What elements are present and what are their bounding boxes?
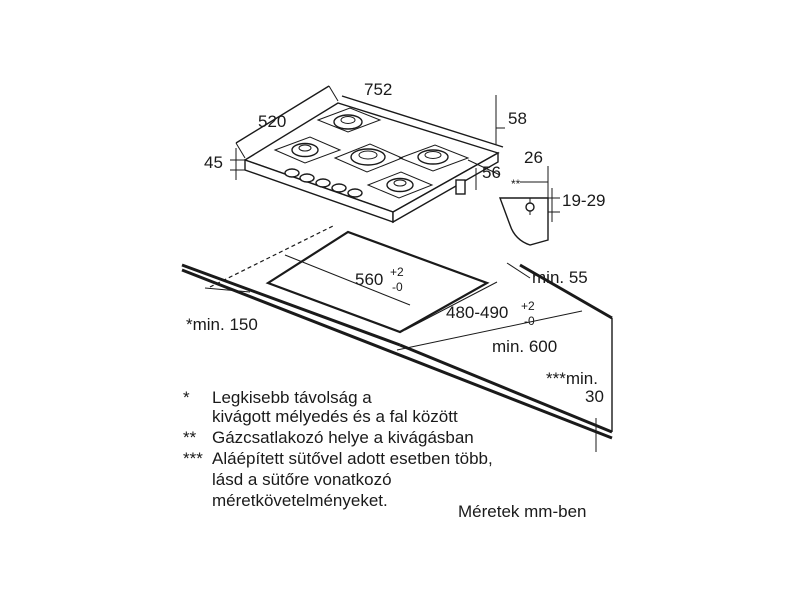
dim-height-right: 58 bbox=[508, 109, 527, 128]
note-text: Aláépített sütővel adott esetben több, bbox=[212, 449, 493, 468]
note-text: Gázcsatlakozó helye a kivágásban bbox=[212, 428, 474, 447]
dim-min-bottom-value: 30 bbox=[585, 387, 604, 406]
dim-depth: 520 bbox=[258, 112, 286, 131]
dim-height-left: 45 bbox=[204, 153, 223, 172]
worktop-drawing bbox=[181, 224, 613, 452]
gas-marker: ** bbox=[511, 177, 521, 191]
units-note: Méretek mm-ben bbox=[458, 502, 586, 521]
notes-list: * Legkisebb távolság a kivágott mélyedés… bbox=[183, 388, 493, 510]
dim-cutout-depth-tol-down: -0 bbox=[524, 314, 535, 328]
dim-side-56: 56 bbox=[482, 163, 501, 182]
note-text: kivágott mélyedés és a fal között bbox=[212, 407, 458, 426]
dim-cutout-width: 560 +2 -0 bbox=[355, 265, 404, 294]
dim-min-bottom-label: ***min. bbox=[546, 369, 598, 388]
dim-min-rear: min. 55 bbox=[532, 268, 588, 287]
hob-drawing bbox=[243, 102, 500, 224]
dim-detail-width: 26 bbox=[524, 148, 543, 167]
note-text: méretkövetelményeket. bbox=[212, 491, 388, 510]
dim-min-side: *min. 150 bbox=[186, 315, 258, 334]
dim-min-depth: min. 600 bbox=[492, 337, 557, 356]
dim-detail-range: 19-29 bbox=[562, 191, 605, 210]
dim-cutout-width-tol-up: +2 bbox=[390, 265, 404, 279]
dim-width: 752 bbox=[364, 80, 392, 99]
dim-cutout-width-base: 560 bbox=[355, 270, 383, 289]
dim-cutout-width-tol-down: -0 bbox=[392, 280, 403, 294]
note-text: Legkisebb távolság a bbox=[212, 388, 372, 407]
dim-cutout-depth-tol-up: +2 bbox=[521, 299, 535, 313]
hob-dimension-lines bbox=[230, 85, 505, 190]
control-knobs bbox=[284, 168, 363, 198]
note-text: lásd a sütőre vonatkozó bbox=[212, 470, 392, 489]
edge-detail bbox=[498, 166, 560, 246]
dim-cutout-depth-base: 480-490 bbox=[446, 303, 508, 322]
note-marker: * bbox=[183, 388, 190, 407]
dim-cutout-depth: 480-490 +2 -0 bbox=[446, 299, 535, 328]
burners bbox=[273, 107, 470, 199]
note-marker: ** bbox=[183, 428, 197, 447]
note-marker: *** bbox=[183, 449, 203, 468]
